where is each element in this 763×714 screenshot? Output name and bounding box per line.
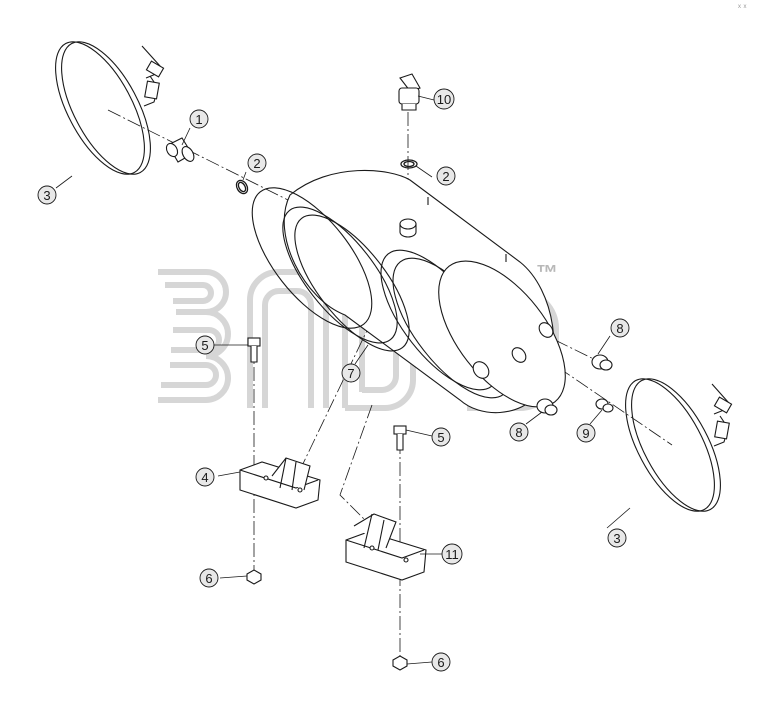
leader-lines (55, 95, 631, 665)
callout-2-top: 2 (436, 166, 456, 186)
callout-3-right-label: 3 (613, 531, 620, 546)
callout-5-left-label: 5 (201, 338, 208, 353)
callout-5-right-label: 5 (437, 430, 444, 445)
o-ring-left (235, 179, 249, 195)
callout-4: 4 (195, 467, 215, 487)
corner-mark: ˣ ˣ (738, 2, 746, 12)
filler-cap-part-10 (398, 73, 421, 111)
bolt-part-5-left (247, 337, 261, 363)
callout-8-upper: 8 (610, 318, 630, 338)
callout-6-left: 6 (199, 568, 219, 588)
callout-7: 7 (341, 363, 361, 383)
callout-3-left: 3 (37, 185, 57, 205)
callout-2-left-label: 2 (253, 156, 260, 171)
callout-8-lower-label: 8 (515, 425, 522, 440)
callout-1-label: 1 (195, 112, 202, 127)
callout-10: 10 (433, 88, 455, 110)
fitting-part-8-upper (591, 354, 613, 371)
callout-5-left: 5 (195, 335, 215, 355)
callout-6-right-label: 6 (437, 655, 444, 670)
callout-3-left-label: 3 (43, 188, 50, 203)
bracket-part-11 (345, 513, 427, 581)
watermark-tm: ™ (536, 260, 558, 285)
callout-11: 11 (441, 543, 463, 565)
nut-part-6-right (392, 655, 408, 671)
bracket-part-4 (239, 457, 321, 509)
callout-11-label: 11 (445, 547, 459, 562)
fuel-tank-body (251, 169, 566, 414)
callout-9-label: 9 (582, 426, 589, 441)
bolt-part-5-right (393, 425, 407, 451)
callout-7-label: 7 (347, 366, 354, 381)
callout-6-left-label: 6 (205, 571, 212, 586)
callout-10-label: 10 (437, 92, 451, 107)
callout-2-top-label: 2 (442, 169, 449, 184)
callout-2-left: 2 (247, 153, 267, 173)
clamp-band-left (55, 41, 165, 175)
callout-4-label: 4 (201, 470, 208, 485)
fitting-part-9 (595, 398, 614, 413)
callout-3-right: 3 (607, 528, 627, 548)
clamp-band-right (625, 378, 733, 512)
callout-8-lower: 8 (509, 422, 529, 442)
callout-5-right: 5 (431, 427, 451, 447)
callout-6-right: 6 (431, 652, 451, 672)
nut-part-6-left (246, 569, 262, 585)
callout-9: 9 (576, 423, 596, 443)
callout-1: 1 (189, 109, 209, 129)
fitting-part-1 (165, 137, 195, 163)
fitting-part-8-lower (536, 398, 558, 416)
callout-8-upper-label: 8 (616, 321, 623, 336)
o-ring-top (400, 159, 418, 169)
